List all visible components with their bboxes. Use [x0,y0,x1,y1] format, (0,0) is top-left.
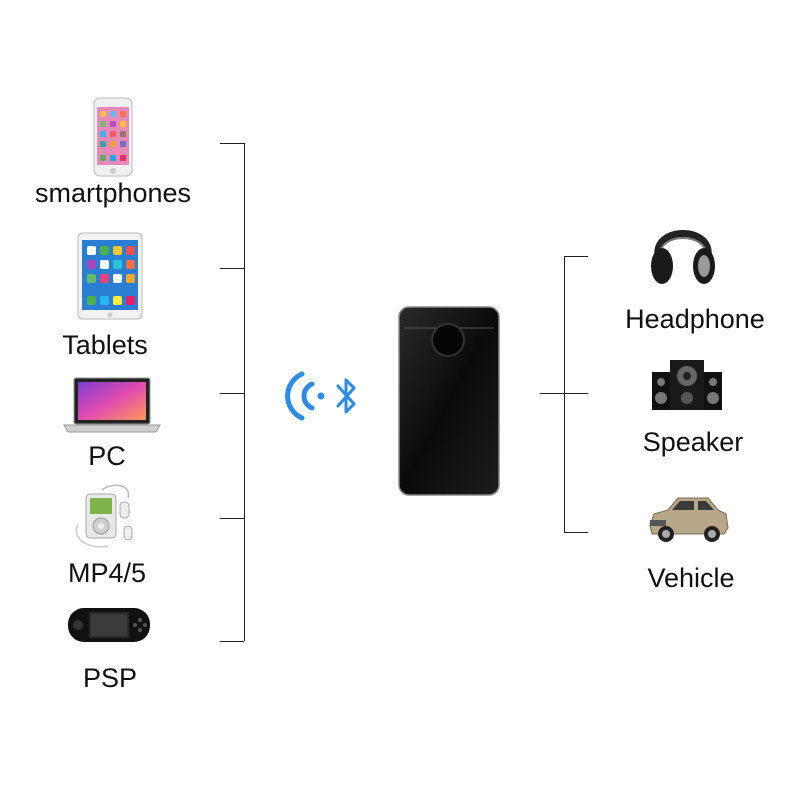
left-bracket-vertical [244,143,245,641]
psp-console-icon [68,608,150,642]
output-label-vehicle: Vehicle [647,563,735,593]
left-bracket-tick-1 [220,143,244,144]
left-bracket-tick-3 [220,393,244,394]
bluetooth-adapter-device [398,306,500,496]
smartphone-icon [93,97,133,177]
tablet-icon [77,232,143,320]
right-bracket-tick-1 [564,256,588,257]
mp4-player-icon [75,484,133,548]
source-label-pc: PC [88,441,126,471]
left-bracket-tick-4 [220,518,244,519]
wireless-signal-icon [285,371,325,421]
car-icon [649,497,729,542]
source-label-psp: PSP [82,663,138,693]
speaker-icon [652,360,722,410]
bluetooth-icon [336,378,356,414]
source-label-mp4: MP4/5 [67,558,147,588]
source-label-smartphones: smartphones [34,178,192,208]
headphone-icon [651,230,715,284]
laptop-icon [63,377,161,433]
output-label-headphone: Headphone [625,304,765,334]
output-label-speaker: Speaker [642,427,744,457]
left-bracket-tick-5 [220,641,244,642]
left-bracket-tick-2 [220,268,244,269]
right-bracket-vertical [564,256,565,532]
right-bracket-tick-2 [540,393,588,394]
right-bracket-tick-3 [564,532,588,533]
source-label-tablets: Tablets [62,330,148,360]
